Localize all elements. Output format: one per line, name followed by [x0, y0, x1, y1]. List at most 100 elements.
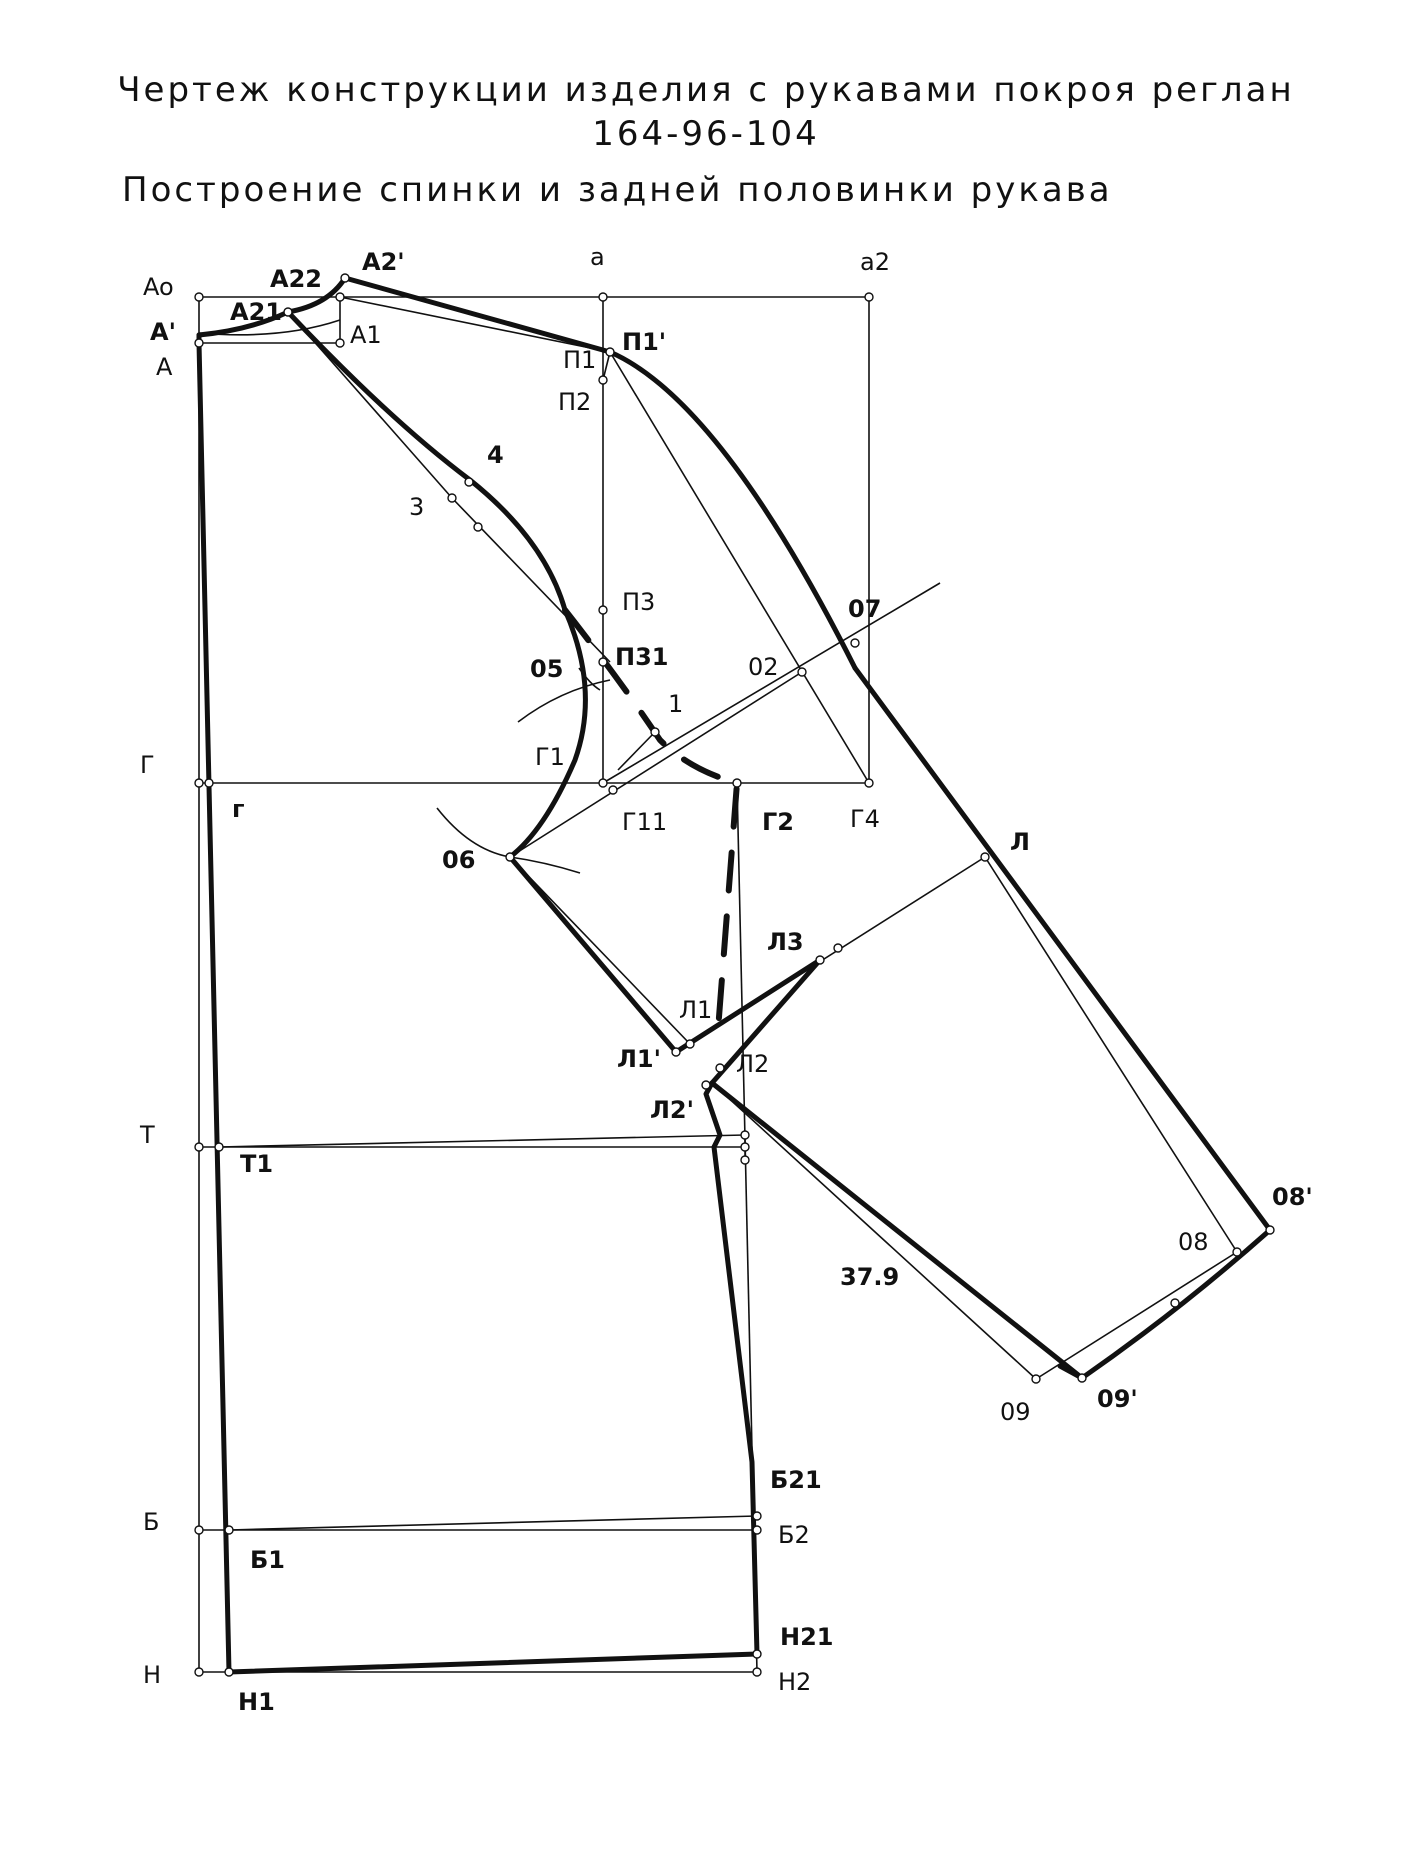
label-g: Г — [140, 751, 155, 779]
label-l3: Л3 — [767, 928, 804, 956]
label-a-prime: A' — [150, 318, 176, 346]
label-t: Т — [139, 1121, 155, 1149]
marker-t — [194, 1142, 204, 1152]
label-h21: Н21 — [780, 1623, 833, 1651]
marker-02 — [797, 667, 807, 677]
back-hem-line — [226, 1651, 760, 1675]
label-l: Л — [1010, 828, 1030, 856]
drawing-title: Чертеж конструкции изделия с рукавами по… — [117, 70, 1295, 110]
back-side-seam — [703, 1080, 760, 1657]
sleeve-neckline — [285, 275, 348, 315]
point-markers — [194, 273, 1275, 1677]
line-l2-09 — [711, 1082, 1037, 1380]
label-l2-prime: Л2' — [650, 1096, 694, 1124]
marker-l2-prime — [701, 1080, 711, 1090]
sleeve-hem-curve — [1079, 1227, 1273, 1381]
marker-3 — [447, 493, 457, 503]
marker-g-small — [204, 778, 214, 788]
label-08-prime: 08' — [1272, 1183, 1313, 1211]
label-a1: A1 — [350, 321, 382, 349]
label-h1: Н1 — [238, 1688, 275, 1716]
sleeve-lower-seam — [709, 1080, 1085, 1381]
label-g-small: г — [232, 795, 245, 823]
label-p31: П31 — [615, 643, 668, 671]
arc-05 — [517, 679, 611, 723]
dashed-lines — [562, 607, 741, 1033]
marker-a2 — [864, 292, 874, 302]
label-05: 05 — [530, 655, 563, 683]
line-l-08 — [984, 856, 1238, 1253]
elbow-dart-upper — [673, 957, 823, 1055]
label-4: 4 — [487, 441, 504, 469]
marker-08 — [1232, 1247, 1242, 1257]
label-l2: Л2 — [736, 1050, 769, 1078]
raglan-dashed-line — [562, 607, 741, 1033]
line-p1-g4 — [609, 351, 870, 784]
line-06-l1 — [509, 856, 691, 1045]
marker-p31 — [598, 657, 608, 667]
marker-09-prime — [1077, 1373, 1087, 1383]
marker-t-side-a — [740, 1130, 750, 1140]
back-centre-outline — [196, 332, 232, 1675]
label-06: 06 — [442, 846, 475, 874]
marker-t-side-c — [740, 1155, 750, 1165]
label-g2: Г2 — [762, 808, 794, 836]
label-h2: Н2 — [778, 1668, 811, 1696]
label-p1-prime: П1' — [622, 328, 666, 356]
label-a22: A22 — [270, 265, 322, 293]
marker-h1 — [224, 1667, 234, 1677]
marker-08-prime — [1265, 1225, 1275, 1235]
label-08: 08 — [1178, 1228, 1209, 1256]
marker-h2 — [752, 1667, 762, 1677]
marker-t-side-b — [740, 1142, 750, 1152]
label-p1: П1 — [563, 346, 596, 374]
marker-b1 — [224, 1525, 234, 1535]
marker-3b — [473, 522, 483, 532]
marker-a22 — [335, 292, 345, 302]
marker-a — [194, 338, 204, 348]
line-06-02 — [509, 671, 803, 858]
marker-07 — [850, 638, 860, 648]
label-t1: Т1 — [240, 1150, 273, 1178]
back-armhole — [507, 607, 588, 860]
label-02: 02 — [748, 653, 779, 681]
size-designation: 164-96-104 — [592, 114, 820, 154]
marker-b2 — [752, 1525, 762, 1535]
marker-g11b — [608, 785, 618, 795]
arc-06-left — [436, 807, 511, 858]
label-ao: Ao — [143, 273, 174, 301]
marker-p1-prime — [605, 347, 615, 357]
label-b1: Б1 — [250, 1546, 285, 1574]
back-neckline — [196, 309, 291, 338]
label-g1: Г1 — [535, 743, 565, 771]
line-g11-07 — [602, 582, 941, 784]
sleeve-top-curve — [607, 349, 858, 671]
sleeve-shoulder-line — [342, 275, 613, 355]
marker-a2-prime — [340, 273, 350, 283]
label-p2: П2 — [558, 388, 591, 416]
label-a-top: a — [590, 243, 605, 271]
marker-4 — [464, 477, 474, 487]
marker-l3b — [833, 943, 843, 953]
marker-b21 — [752, 1511, 762, 1521]
label-a21: A21 — [230, 298, 282, 326]
line-p1-tick — [617, 731, 656, 771]
marker-l — [980, 852, 990, 862]
marker-g11 — [598, 778, 608, 788]
label-b: Б — [143, 1508, 159, 1536]
line-p1-p2 — [602, 351, 611, 381]
marker-08-mid — [1170, 1298, 1180, 1308]
point-labels: Ao A' A A21 A22 A2' A1 a a2 П1' П1 П2 4 … — [139, 243, 1313, 1716]
marker-a21 — [283, 307, 293, 317]
construction-lines — [198, 296, 1238, 1673]
label-1: 1 — [668, 690, 683, 718]
marker-l1 — [685, 1039, 695, 1049]
elbow-dart-lower — [709, 957, 823, 1086]
marker-06 — [505, 852, 515, 862]
marker-g4 — [864, 778, 874, 788]
marker-ao — [194, 292, 204, 302]
arc-06-right — [509, 856, 581, 874]
raglan-line-back — [285, 309, 568, 613]
marker-1 — [650, 727, 660, 737]
label-p3: П3 — [622, 588, 655, 616]
